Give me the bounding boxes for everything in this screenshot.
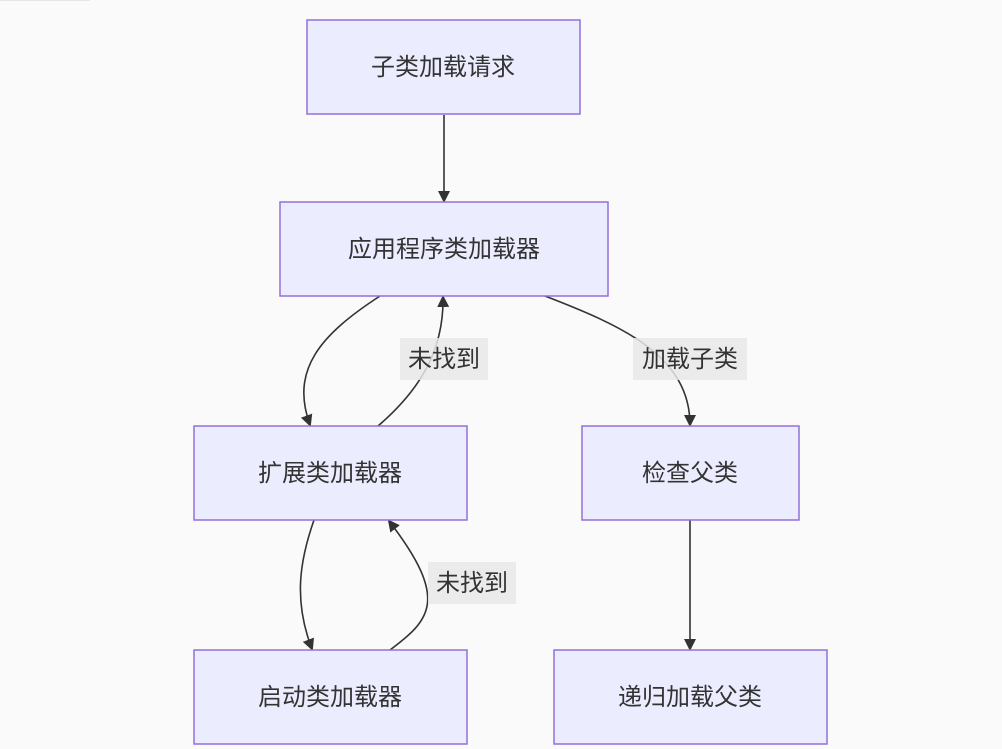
node-child-request-label: 子类加载请求 bbox=[371, 53, 515, 81]
edge-ext-to-boot bbox=[299, 519, 315, 651]
node-recursive-load[interactable]: 递归加载父类 bbox=[553, 649, 828, 745]
node-check-parent[interactable]: 检查父类 bbox=[581, 425, 800, 521]
edge-app-to-ext bbox=[300, 295, 381, 427]
node-check-parent-label: 检查父类 bbox=[642, 459, 738, 487]
node-app-loader-label: 应用程序类加载器 bbox=[348, 235, 540, 263]
node-boot-loader[interactable]: 启动类加载器 bbox=[193, 649, 468, 745]
edge-boot-to-ext bbox=[387, 519, 429, 651]
edge-label-boot-not-found-text: 未找到 bbox=[436, 569, 508, 597]
node-recursive-load-label: 递归加载父类 bbox=[618, 683, 762, 711]
edge-label-ext-not-found-text: 未找到 bbox=[408, 345, 480, 373]
edge-label-load-child: 加载子类 bbox=[633, 338, 747, 380]
node-ext-loader-label: 扩展类加载器 bbox=[258, 459, 402, 487]
edge-label-load-child-text: 加载子类 bbox=[642, 345, 738, 373]
window-frame-edge bbox=[0, 0, 90, 9]
edge-label-ext-not-found: 未找到 bbox=[400, 338, 488, 380]
node-child-request[interactable]: 子类加载请求 bbox=[306, 19, 581, 115]
node-ext-loader[interactable]: 扩展类加载器 bbox=[193, 425, 468, 521]
edge-label-boot-not-found: 未找到 bbox=[428, 562, 516, 604]
node-boot-loader-label: 启动类加载器 bbox=[258, 683, 402, 711]
node-app-loader[interactable]: 应用程序类加载器 bbox=[279, 201, 609, 297]
